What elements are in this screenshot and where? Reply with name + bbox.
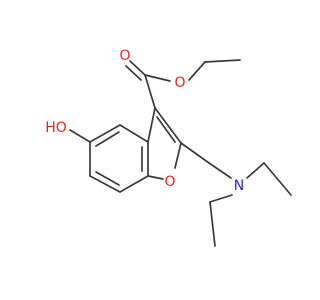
bond-c7-c6-inner	[95, 171, 120, 186]
bond-c3-c2-inner	[156, 116, 176, 143]
bond-c4-c3a	[119, 124, 149, 143]
amine-nitrogen-label: N	[234, 178, 244, 194]
bond-c7a-c7	[119, 175, 149, 193]
bond-c2-o1	[174, 142, 182, 169]
bond-ch2-n	[208, 162, 232, 179]
ester-oxygen-label: O	[174, 75, 185, 91]
bond-c5-c4-inner	[95, 131, 120, 147]
bond-c3a-c3	[147, 107, 156, 143]
carbonyl-oxygen-label: O	[119, 48, 130, 64]
bond-c3-carbonyl	[144, 74, 156, 109]
atom-labels: O O HO O N	[45, 48, 244, 194]
bond-o1-c7a	[147, 175, 164, 180]
bond-carbonyl-o-double-1	[129, 60, 146, 76]
bond-c7-c6	[89, 175, 121, 193]
bond-ethyl1-ch3	[263, 162, 292, 196]
bond-oester-ch2	[188, 61, 206, 81]
bond-n-ethyl2-ch2	[209, 194, 233, 203]
bond-c5-oh	[69, 129, 91, 143]
hydroxyl-label: HO	[45, 120, 67, 136]
furan-oxygen-label: O	[164, 174, 175, 190]
molecule-structure: O O HO O N	[45, 48, 292, 247]
bond-ethyl2-ch3	[209, 201, 216, 247]
bond-lines	[69, 59, 292, 247]
bond-c5-c4	[89, 124, 121, 143]
bond-ch2-ch3	[204, 59, 241, 63]
bond-carbonyl-o-double-2	[125, 65, 142, 81]
bond-c2-ch2	[180, 142, 210, 164]
bond-c3-c2	[154, 107, 182, 144]
bond-n-ethyl1-ch2	[246, 162, 265, 179]
bond-carbonyl-oester	[144, 74, 171, 82]
